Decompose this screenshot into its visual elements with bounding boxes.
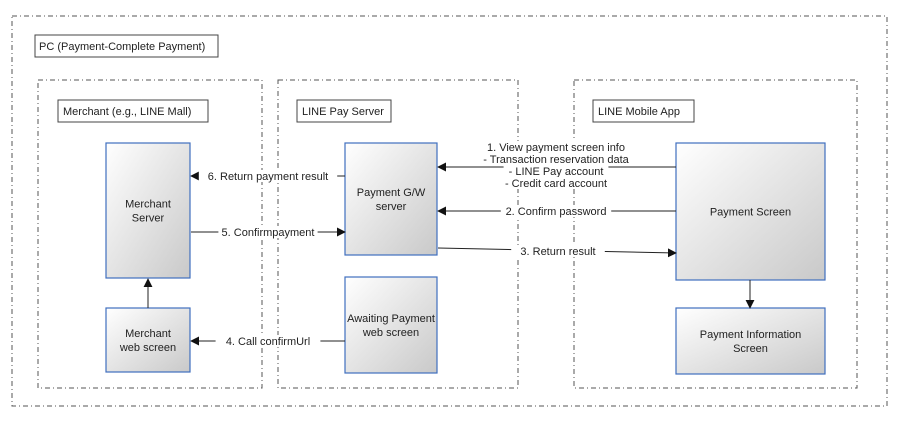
node-awaiting-web: Awaiting Payment web screen (344, 276, 438, 374)
edge-4: 4. Call confirmUrl (190, 335, 345, 348)
edge-1-label-bg-0 (478, 141, 634, 153)
node-payment-info-label-1: Screen (733, 343, 768, 355)
edge-2-label-0: 2. Confirm password (506, 206, 607, 218)
edge-6-label-0: 6. Return payment result (208, 171, 328, 183)
edge-1: 1. View payment screen info- Transaction… (437, 141, 676, 190)
edge-4-label-0: 4. Call confirmUrl (226, 336, 310, 348)
node-merchant-server-label-0: Merchant (125, 199, 171, 211)
edge-1-label-0: 1. View payment screen info (487, 142, 625, 154)
node-payment-screen-label-0: Payment Screen (710, 207, 791, 219)
node-payment-gw: Payment G/W server (344, 142, 438, 256)
edge-2: 2. Confirm password (437, 205, 676, 218)
node-merchant-server-box (105, 142, 191, 279)
edge-3-label-0: 3. Return result (520, 246, 595, 258)
node-payment-gw-label-0: Payment G/W (357, 187, 426, 199)
node-awaiting-web-box (344, 276, 438, 374)
lane-app: LINE Mobile App (573, 79, 858, 389)
node-merchant-server-label-1: Server (132, 213, 165, 225)
node-payment-screen-box (675, 142, 826, 281)
node-merchant-web-box (105, 307, 191, 373)
node-merchant-web-label-0: Merchant (125, 328, 171, 340)
lane-server-label: LINE Pay Server (302, 106, 384, 118)
node-payment-screen: Payment Screen (675, 142, 826, 281)
edge-3-label-bg-0 (511, 245, 605, 257)
edge-3: 3. Return result (437, 245, 677, 258)
node-payment-gw-box (344, 142, 438, 256)
node-merchant-web-label-1: web screen (119, 342, 176, 354)
edge-1-label-3: - Credit card account (505, 178, 607, 190)
node-payment-info-label-0: Payment Information (700, 329, 802, 341)
node-payment-gw-label-1: server (376, 201, 407, 213)
edge-1-label-bg-1 (470, 153, 642, 165)
lane-merchant-label: Merchant (e.g., LINE Mall) (63, 106, 191, 118)
outer-frame: PC (Payment-Complete Payment) (11, 15, 888, 407)
edge-1-label-bg-3 (495, 177, 617, 189)
node-awaiting-web-label-0: Awaiting Payment (347, 313, 435, 325)
node-awaiting-web-label-1: web screen (362, 327, 419, 339)
lane-app-label: LINE Mobile App (598, 106, 680, 118)
outer-frame-label: PC (Payment-Complete Payment) (39, 41, 205, 53)
edge-5: 5. Confirmpayment (191, 226, 346, 239)
edge-2-label-bg-0 (500, 205, 612, 217)
edges: 1. View payment screen info- Transaction… (143, 141, 755, 348)
node-payment-info-box (675, 307, 826, 375)
edge-5-label-bg-0 (218, 226, 318, 238)
node-merchant-web: Merchant web screen (105, 307, 191, 373)
edge-1-label-1: - Transaction reservation data (483, 154, 629, 166)
edge-1-label-bg-2 (503, 165, 609, 177)
edge-1-label-2: - LINE Pay account (509, 166, 604, 178)
edge-6-label-bg-0 (198, 170, 338, 182)
edge-4-label-bg-0 (215, 335, 321, 347)
lane-merchant: Merchant (e.g., LINE Mall) (37, 79, 263, 389)
edge-6: 6. Return payment result (190, 170, 345, 183)
edge-5-label-0: 5. Confirmpayment (222, 227, 315, 239)
lane-server: LINE Pay Server (277, 79, 519, 389)
